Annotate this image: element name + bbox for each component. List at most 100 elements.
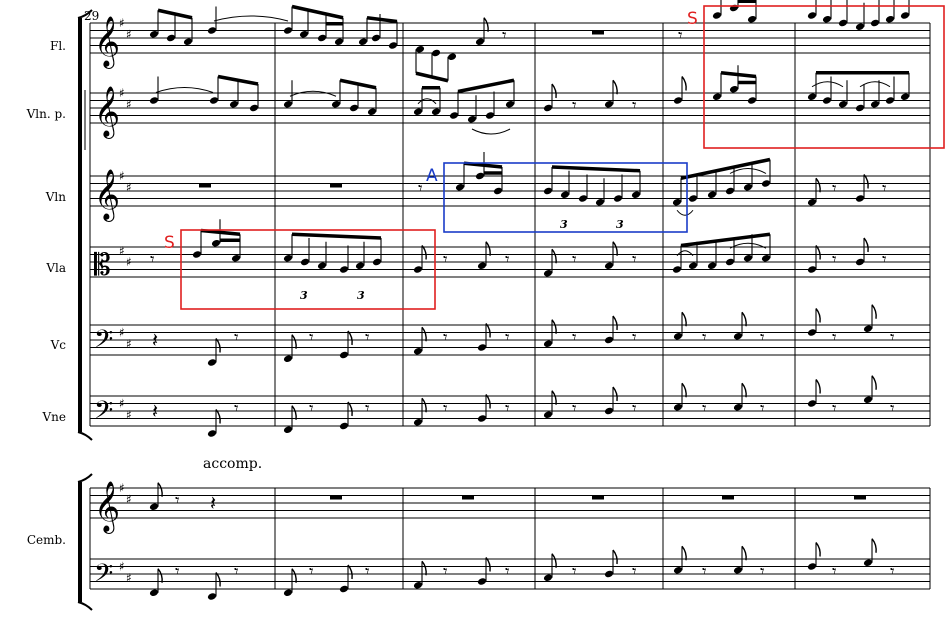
beamed-note [885, 16, 895, 23]
sharp-sign: ♯ [126, 180, 132, 194]
eighth-rest: 𝄾 [890, 562, 895, 582]
beamed-note [707, 191, 717, 198]
annotation-label-a: A [426, 166, 438, 186]
note-flag [551, 319, 557, 334]
eighth-note [477, 344, 487, 351]
note-flag [863, 237, 869, 253]
sharp-sign: ♯ [126, 492, 132, 506]
eighth-rest: 𝄾 [632, 399, 637, 419]
eighth-rest: 𝄾 [760, 562, 765, 582]
beamed-note [729, 86, 739, 93]
eighth-note [673, 567, 683, 574]
whole-rest [722, 495, 734, 500]
note-flag [485, 394, 491, 409]
eighth-rest: 𝄾 [443, 399, 448, 419]
slur [859, 81, 891, 88]
eighth-rest: 𝄾 [832, 399, 837, 419]
eighth-rest: 𝄾 [505, 328, 510, 348]
note-flag [871, 304, 877, 319]
sharp-sign: ♯ [126, 571, 132, 585]
eighth-note [543, 270, 553, 277]
instrument-label-violin: Vln [45, 190, 67, 204]
eighth-note [855, 258, 865, 266]
triplet-number: 3 [300, 289, 308, 302]
eighth-rest: 𝄾 [418, 179, 423, 199]
beam [291, 232, 382, 240]
beamed-note [838, 19, 848, 27]
note-flag [871, 538, 877, 553]
eighth-rest: 𝄾 [702, 328, 707, 348]
sharp-sign: ♯ [126, 27, 132, 41]
eighth-note [413, 582, 423, 589]
bracket-hook-top [77, 9, 93, 19]
treble-clef: 𝄞 [94, 169, 120, 222]
eighth-rest: 𝄾 [832, 179, 837, 199]
eighth-rest: 𝄾 [443, 328, 448, 348]
slur [811, 81, 844, 88]
eighth-rest: 𝄾 [760, 328, 765, 348]
eighth-rest: 𝄾 [632, 562, 637, 582]
note-flag [483, 17, 489, 32]
eighth-rest: 𝄾 [632, 96, 637, 116]
eighth-rest: 𝄾 [234, 328, 239, 348]
beamed-note [870, 101, 880, 108]
eighth-note [543, 411, 553, 418]
note-flag [347, 330, 353, 346]
beamed-note [712, 12, 722, 19]
eighth-note [543, 574, 553, 581]
beamed-note [493, 187, 503, 195]
annotation-box-s-viola: S [164, 229, 436, 310]
cembalo-bracket-bottom [77, 601, 93, 611]
beamed-note [300, 258, 310, 266]
eighth-note [477, 415, 487, 422]
whole-rest [854, 495, 866, 500]
treble-clef: 𝄞 [94, 481, 120, 534]
note-flag [551, 390, 557, 405]
eighth-note [673, 404, 683, 411]
note-flag [741, 545, 747, 561]
note-flag [421, 245, 427, 260]
beamed-note [838, 101, 848, 108]
slur [213, 15, 289, 22]
note-flag [612, 386, 618, 402]
eighth-note [604, 262, 614, 269]
eighth-note [207, 359, 217, 366]
eighth-rest: 𝄾 [309, 562, 314, 582]
note-flag [681, 545, 687, 561]
quarter-rest: 𝄽 [210, 491, 216, 515]
eighth-rest: 𝄾 [443, 250, 448, 270]
beam [291, 4, 344, 20]
note-flag [291, 405, 297, 420]
slur [729, 242, 767, 249]
instrument-label-violin-piccolo: Vln. p. [26, 107, 66, 121]
eighth-note [673, 333, 683, 340]
eighth-note [863, 325, 873, 332]
beamed-note [388, 42, 398, 49]
note-flag [612, 79, 618, 95]
eighth-rest: 𝄾 [678, 26, 683, 46]
eighth-note [543, 104, 553, 112]
eighth-rest: 𝄾 [309, 328, 314, 348]
eighth-note [604, 407, 614, 415]
note-flag [291, 568, 297, 583]
eighth-note [543, 340, 553, 347]
beamed-note [743, 255, 753, 262]
slurs [155, 15, 891, 257]
alto-clef: 𝄡 [94, 248, 111, 283]
beamed-note [855, 104, 865, 112]
beamed-note [631, 191, 641, 198]
eighth-rest: 𝄾 [702, 399, 707, 419]
triplet-number: 3 [560, 218, 568, 231]
eighth-note [339, 351, 349, 359]
beamed-note [485, 112, 495, 119]
beamed-note [229, 101, 239, 108]
whole-rest [330, 183, 342, 188]
note-flag [551, 83, 557, 99]
sharp-sign: ♯ [119, 397, 125, 411]
note-flag [612, 315, 618, 331]
eighth-note [149, 503, 159, 510]
eighth-rest: 𝄾 [505, 562, 510, 582]
note-flag [485, 557, 491, 572]
note-flag [612, 549, 618, 565]
note-flag [421, 397, 427, 413]
